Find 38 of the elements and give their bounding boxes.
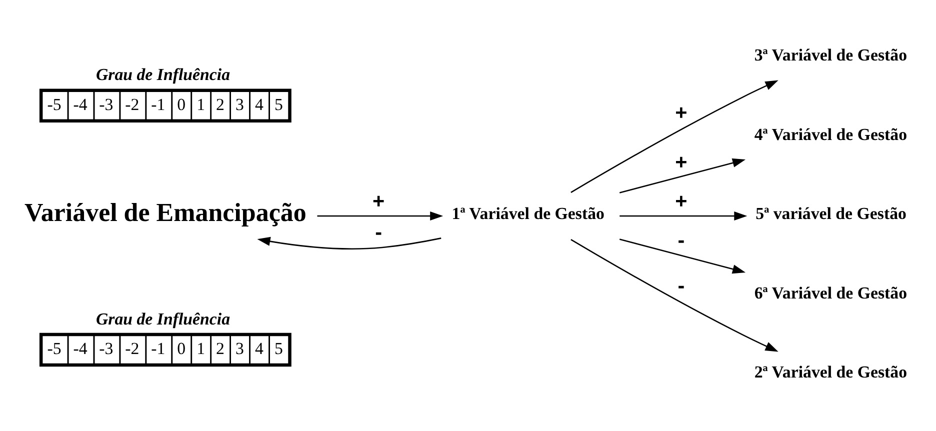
- node-text: 5ª variável de Gestão: [756, 204, 906, 223]
- node-text: 6ª Variável de Gestão: [754, 282, 908, 302]
- node-text: 3ª Variável de Gestão: [754, 45, 908, 64]
- label: 3: [236, 338, 244, 358]
- label: 5: [274, 338, 283, 358]
- edge-label: -: [678, 274, 685, 297]
- edge-label: +: [675, 189, 688, 212]
- label: 4: [255, 338, 264, 358]
- edge-label: -: [678, 228, 685, 252]
- edge-label: +: [675, 101, 688, 124]
- label: 2: [216, 338, 225, 358]
- label: 0: [177, 338, 186, 358]
- label: 5: [274, 94, 283, 114]
- label: -3: [99, 94, 114, 114]
- label: -4: [73, 338, 88, 358]
- label: -5: [47, 94, 62, 114]
- label: -2: [125, 94, 140, 114]
- node-text: 2ª Variável de Gestão: [754, 362, 908, 382]
- label: 0: [177, 94, 186, 114]
- label: Grau de Influência: [96, 308, 230, 328]
- label: -2: [125, 338, 140, 358]
- label: -3: [99, 338, 114, 358]
- node-text: Variável de Emancipação: [24, 198, 306, 227]
- node-text: 4ª Variável de Gestão: [754, 124, 908, 144]
- node-text: 1ª Variável de Gestão: [452, 204, 604, 223]
- label: -1: [151, 94, 166, 114]
- edge-label: -: [375, 220, 382, 244]
- label: -5: [47, 338, 62, 358]
- label: Grau de Influência: [96, 64, 230, 84]
- label: -1: [151, 338, 166, 358]
- label: 2: [216, 94, 225, 114]
- label: -4: [73, 94, 88, 114]
- edge-label: +: [675, 150, 688, 174]
- label: 3: [236, 94, 244, 114]
- edge-label: +: [372, 189, 385, 212]
- label: 4: [255, 94, 264, 114]
- label: 1: [196, 94, 206, 114]
- label: 1: [196, 338, 206, 358]
